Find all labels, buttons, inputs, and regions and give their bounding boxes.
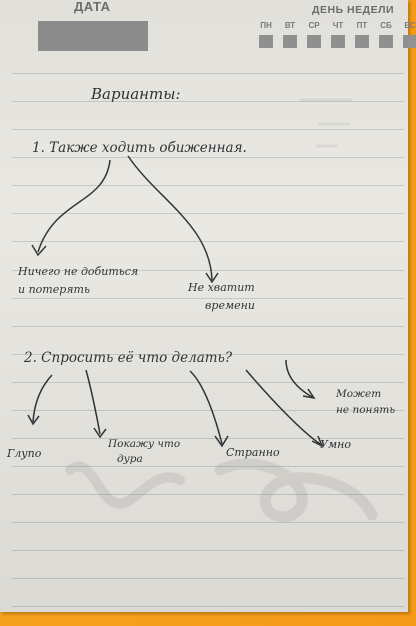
weekday-box-fri [355,35,369,48]
weekday-box-thu [331,35,345,48]
arrow-2-d-head [311,435,324,448]
weekday-box-mon [259,35,273,48]
ruled-line [12,382,404,384]
arrow-1-left-head [31,244,47,257]
weekday-sun: ВС [404,21,416,30]
question-2: 2. Спросить её что делать? [23,350,233,366]
arrow-2-a-head [27,414,40,426]
weekday-box-wed [307,35,321,48]
weekday-box-sat [379,35,393,48]
option-1b-line2: времени [205,299,255,312]
ruled-line [12,129,404,131]
weekday-box-tue [283,35,297,48]
notes-heading: Варианты: [90,85,181,103]
option-1a-line1: Ничего не добиться [17,265,138,278]
ruled-line [12,241,404,243]
option-2e-line1: Может [335,388,381,400]
weekday-thu: ЧТ [332,21,344,30]
arrow-2-c-head [214,435,229,448]
date-box [38,21,148,51]
option-2d: Умно [320,438,351,451]
weekday-box-sun [403,35,416,48]
ruled-line [12,466,404,468]
ruled-line [12,73,404,75]
handwritten-notes: Варианты: 1. Также ходить обиженная. Нич… [6,85,395,465]
notebook-page: ДАТА ДЕНЬ НЕДЕЛИ ПН ВТ СР ЧТ ПТ СБ ВС [0,0,416,612]
ruled-line [12,213,404,215]
weekday-sat: СБ [380,21,392,30]
weekday-tue: ВТ [284,21,296,30]
ruled-line [12,326,404,328]
weekday-wed: СР [308,21,320,30]
arrow-2-e-head [302,388,316,400]
ruled-line [12,606,404,608]
question-1: 1. Также ходить обиженная. [32,140,247,156]
weekday-label: ДЕНЬ НЕДЕЛИ [312,4,395,16]
date-label: ДАТА [74,0,111,14]
arrow-2-c [189,370,223,445]
ruled-line [12,101,404,103]
ruled-line [12,578,404,580]
option-1b-line1: Не хватит [187,281,255,294]
arrow-2-b [85,369,101,435]
option-2a: Глупо [6,447,42,460]
ruled-line [12,522,404,524]
option-2e-line2: не понять [336,404,395,416]
option-1a-line2: и потерять [18,283,90,296]
ruled-line [12,354,404,356]
ruled-line [12,270,404,272]
ruled-line [12,298,404,300]
arrow-2-a [32,374,53,423]
ruled-line [12,494,404,496]
arrow-1-right [127,155,213,281]
arrow-2-d [245,369,321,445]
weekday-fri: ПТ [356,21,368,30]
ruled-line [12,157,404,159]
arrow-2-b-head [93,427,107,439]
arrow-1-right-head [205,272,219,284]
ruled-line [12,410,404,412]
arrow-1-left [37,159,111,253]
ruled-line [12,438,404,440]
weekday-mon: ПН [260,21,272,30]
option-2b-line1: Покажу что [107,438,180,450]
option-2c: Странно [226,446,280,459]
option-2b-line2: дура [117,453,143,465]
arrow-2-e [285,359,313,398]
ruled-line [12,185,404,187]
ruled-line [12,550,404,552]
